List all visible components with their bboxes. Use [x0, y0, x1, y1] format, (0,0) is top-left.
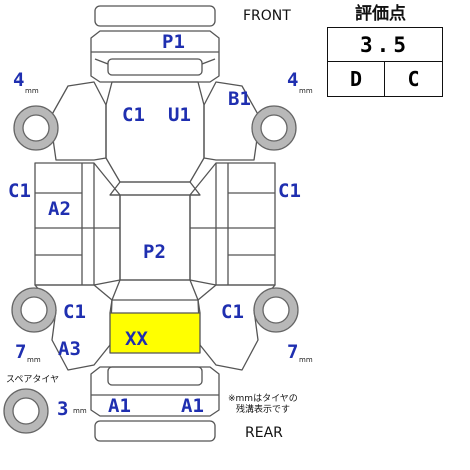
tire-rear-left — [11, 287, 57, 333]
windshield — [109, 181, 201, 196]
tread-rear-left: 7 — [15, 341, 27, 363]
damage-trunk: XX — [125, 328, 148, 350]
left-side-outline — [34, 162, 121, 286]
right-front-fender — [203, 81, 261, 161]
tread-rear-left-unit: mm — [27, 356, 41, 364]
tire-front-right — [251, 105, 297, 151]
damage-left-rear-door: A2 — [48, 198, 71, 220]
rear-label: REAR — [245, 425, 283, 441]
grade-exterior: C — [407, 67, 420, 91]
tread-rear-right-unit: mm — [299, 356, 313, 364]
tread-note-line2: 残溝表示です — [236, 405, 291, 415]
right-quarter — [197, 284, 276, 371]
front-grille — [107, 58, 203, 76]
tread-front-right-unit: mm — [299, 87, 313, 95]
right-side-outline — [189, 162, 276, 286]
grade-interior: D — [328, 62, 385, 96]
rear-window — [111, 279, 199, 301]
damage-hood-right: U1 — [168, 104, 191, 126]
damage-front-panel: P1 — [162, 31, 185, 53]
tire-rear-right — [253, 287, 299, 333]
front-label: FRONT — [243, 8, 291, 24]
damage-hood-left: C1 — [122, 104, 145, 126]
roof-outline — [119, 194, 191, 281]
grade-table: 3.5 D C — [327, 27, 443, 97]
damage-roof: P2 — [143, 241, 166, 263]
trunk-highlight — [109, 312, 201, 354]
rear-bumper — [94, 420, 216, 442]
damage-left-quarter: C1 — [63, 301, 86, 323]
damage-right-quarter: C1 — [221, 301, 244, 323]
tread-rear-right: 7 — [287, 341, 299, 363]
damage-rear-left: A1 — [108, 395, 131, 417]
tread-spare-unit: mm — [73, 407, 87, 415]
damage-left-front-door: C1 — [8, 180, 31, 202]
left-quarter — [34, 284, 113, 371]
front-panel-outline — [90, 30, 220, 83]
rear-plate — [107, 366, 203, 386]
damage-right-front-fender: B1 — [228, 88, 251, 110]
tread-front-right: 4 — [287, 69, 299, 91]
tread-spare: 3 — [57, 398, 69, 420]
damage-rear-right: A1 — [181, 395, 204, 417]
tread-front-left-unit: mm — [25, 87, 39, 95]
damage-left-rear-corner: A3 — [58, 338, 81, 360]
tread-front-left: 4 — [13, 69, 25, 91]
tread-note-line1: ※mmはタイヤの — [228, 394, 298, 404]
tire-spare — [3, 388, 49, 434]
hood-outline — [105, 81, 205, 183]
tire-front-left — [13, 105, 59, 151]
grade-title: 評価点 — [355, 4, 406, 24]
damage-right-front-door: C1 — [278, 180, 301, 202]
front-bumper — [94, 5, 216, 27]
grade-score: 3.5 — [328, 28, 442, 62]
spare-tire-label: スペアタイヤ — [6, 375, 60, 385]
left-front-fender — [49, 81, 107, 161]
